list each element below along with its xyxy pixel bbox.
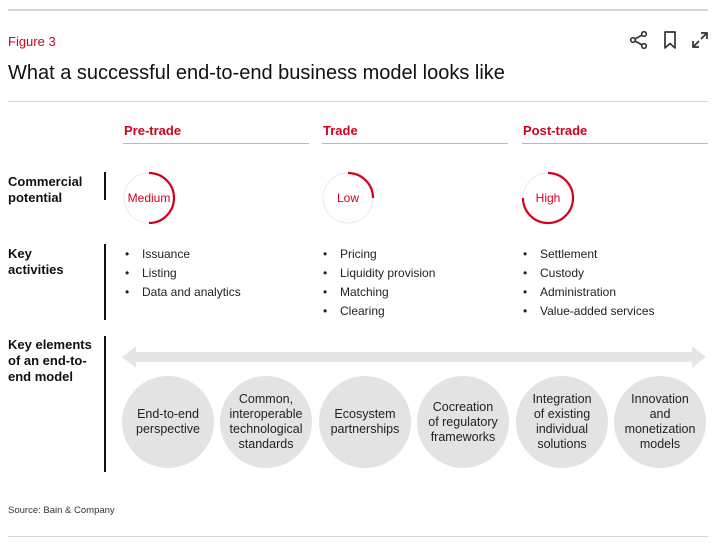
potential-label-post-trade: High (535, 191, 561, 205)
element-circle-end-to-end: End-to-end perspective (122, 376, 214, 468)
activity-item: Settlement (522, 245, 655, 264)
element-circle-ecosystem: Ecosystem partnerships (319, 376, 411, 468)
phase-underline (322, 143, 508, 144)
phase-underline (123, 143, 309, 144)
activity-item: Value-added services (522, 302, 655, 321)
phase-header-trade: Trade (323, 123, 358, 138)
row-label-commercial-potential: Commercial potential (8, 174, 83, 205)
figure-title: What a successful end-to-end business mo… (8, 62, 505, 84)
source-note: Source: Bain & Company (8, 505, 115, 516)
figure-label: Figure 3 (8, 34, 56, 49)
row-label-key-elements: Key elements of an end-to- end model (8, 337, 92, 384)
top-rule (8, 9, 708, 11)
activity-item: Issuance (124, 245, 241, 264)
phase-header-post-trade: Post-trade (523, 123, 588, 138)
potential-label-trade: Low (336, 191, 359, 205)
activity-list-post-trade: Settlement Custody Administration Value-… (522, 245, 655, 321)
row-divider (104, 172, 106, 200)
share-icon[interactable] (629, 30, 649, 50)
row-divider (104, 336, 106, 472)
element-circle-integration: Integration of existing individual solut… (516, 376, 608, 468)
row-divider (104, 244, 106, 320)
double-arrow-icon (122, 346, 706, 368)
element-circle-regulatory: Cocreation of regulatory frameworks (417, 376, 509, 468)
potential-gauge-post-trade (521, 171, 575, 225)
expand-icon[interactable] (690, 30, 710, 50)
potential-gauge-trade (322, 171, 375, 224)
activity-item: Administration (522, 283, 655, 302)
activity-item: Data and analytics (124, 283, 241, 302)
activity-list-pre-trade: Issuance Listing Data and analytics (124, 245, 241, 302)
activity-item: Matching (322, 283, 435, 302)
activity-list-trade: Pricing Liquidity provision Matching Cle… (322, 245, 435, 321)
element-circle-standards: Common, interoperable technological stan… (220, 376, 312, 468)
element-circle-innovation: Innovation and monetization models (614, 376, 706, 468)
header-divider (8, 101, 708, 102)
activity-item: Liquidity provision (322, 264, 435, 283)
activity-item: Pricing (322, 245, 435, 264)
phase-header-pre-trade: Pre-trade (124, 123, 182, 138)
row-label-key-activities: Key activities (8, 246, 64, 277)
phase-underline (522, 143, 708, 144)
bottom-rule (8, 536, 708, 537)
bookmark-icon[interactable] (660, 30, 680, 50)
potential-label-pre-trade: Medium (127, 191, 171, 205)
activity-item: Custody (522, 264, 655, 283)
potential-gauge-pre-trade (123, 171, 176, 225)
activity-item: Clearing (322, 302, 435, 321)
activity-item: Listing (124, 264, 241, 283)
